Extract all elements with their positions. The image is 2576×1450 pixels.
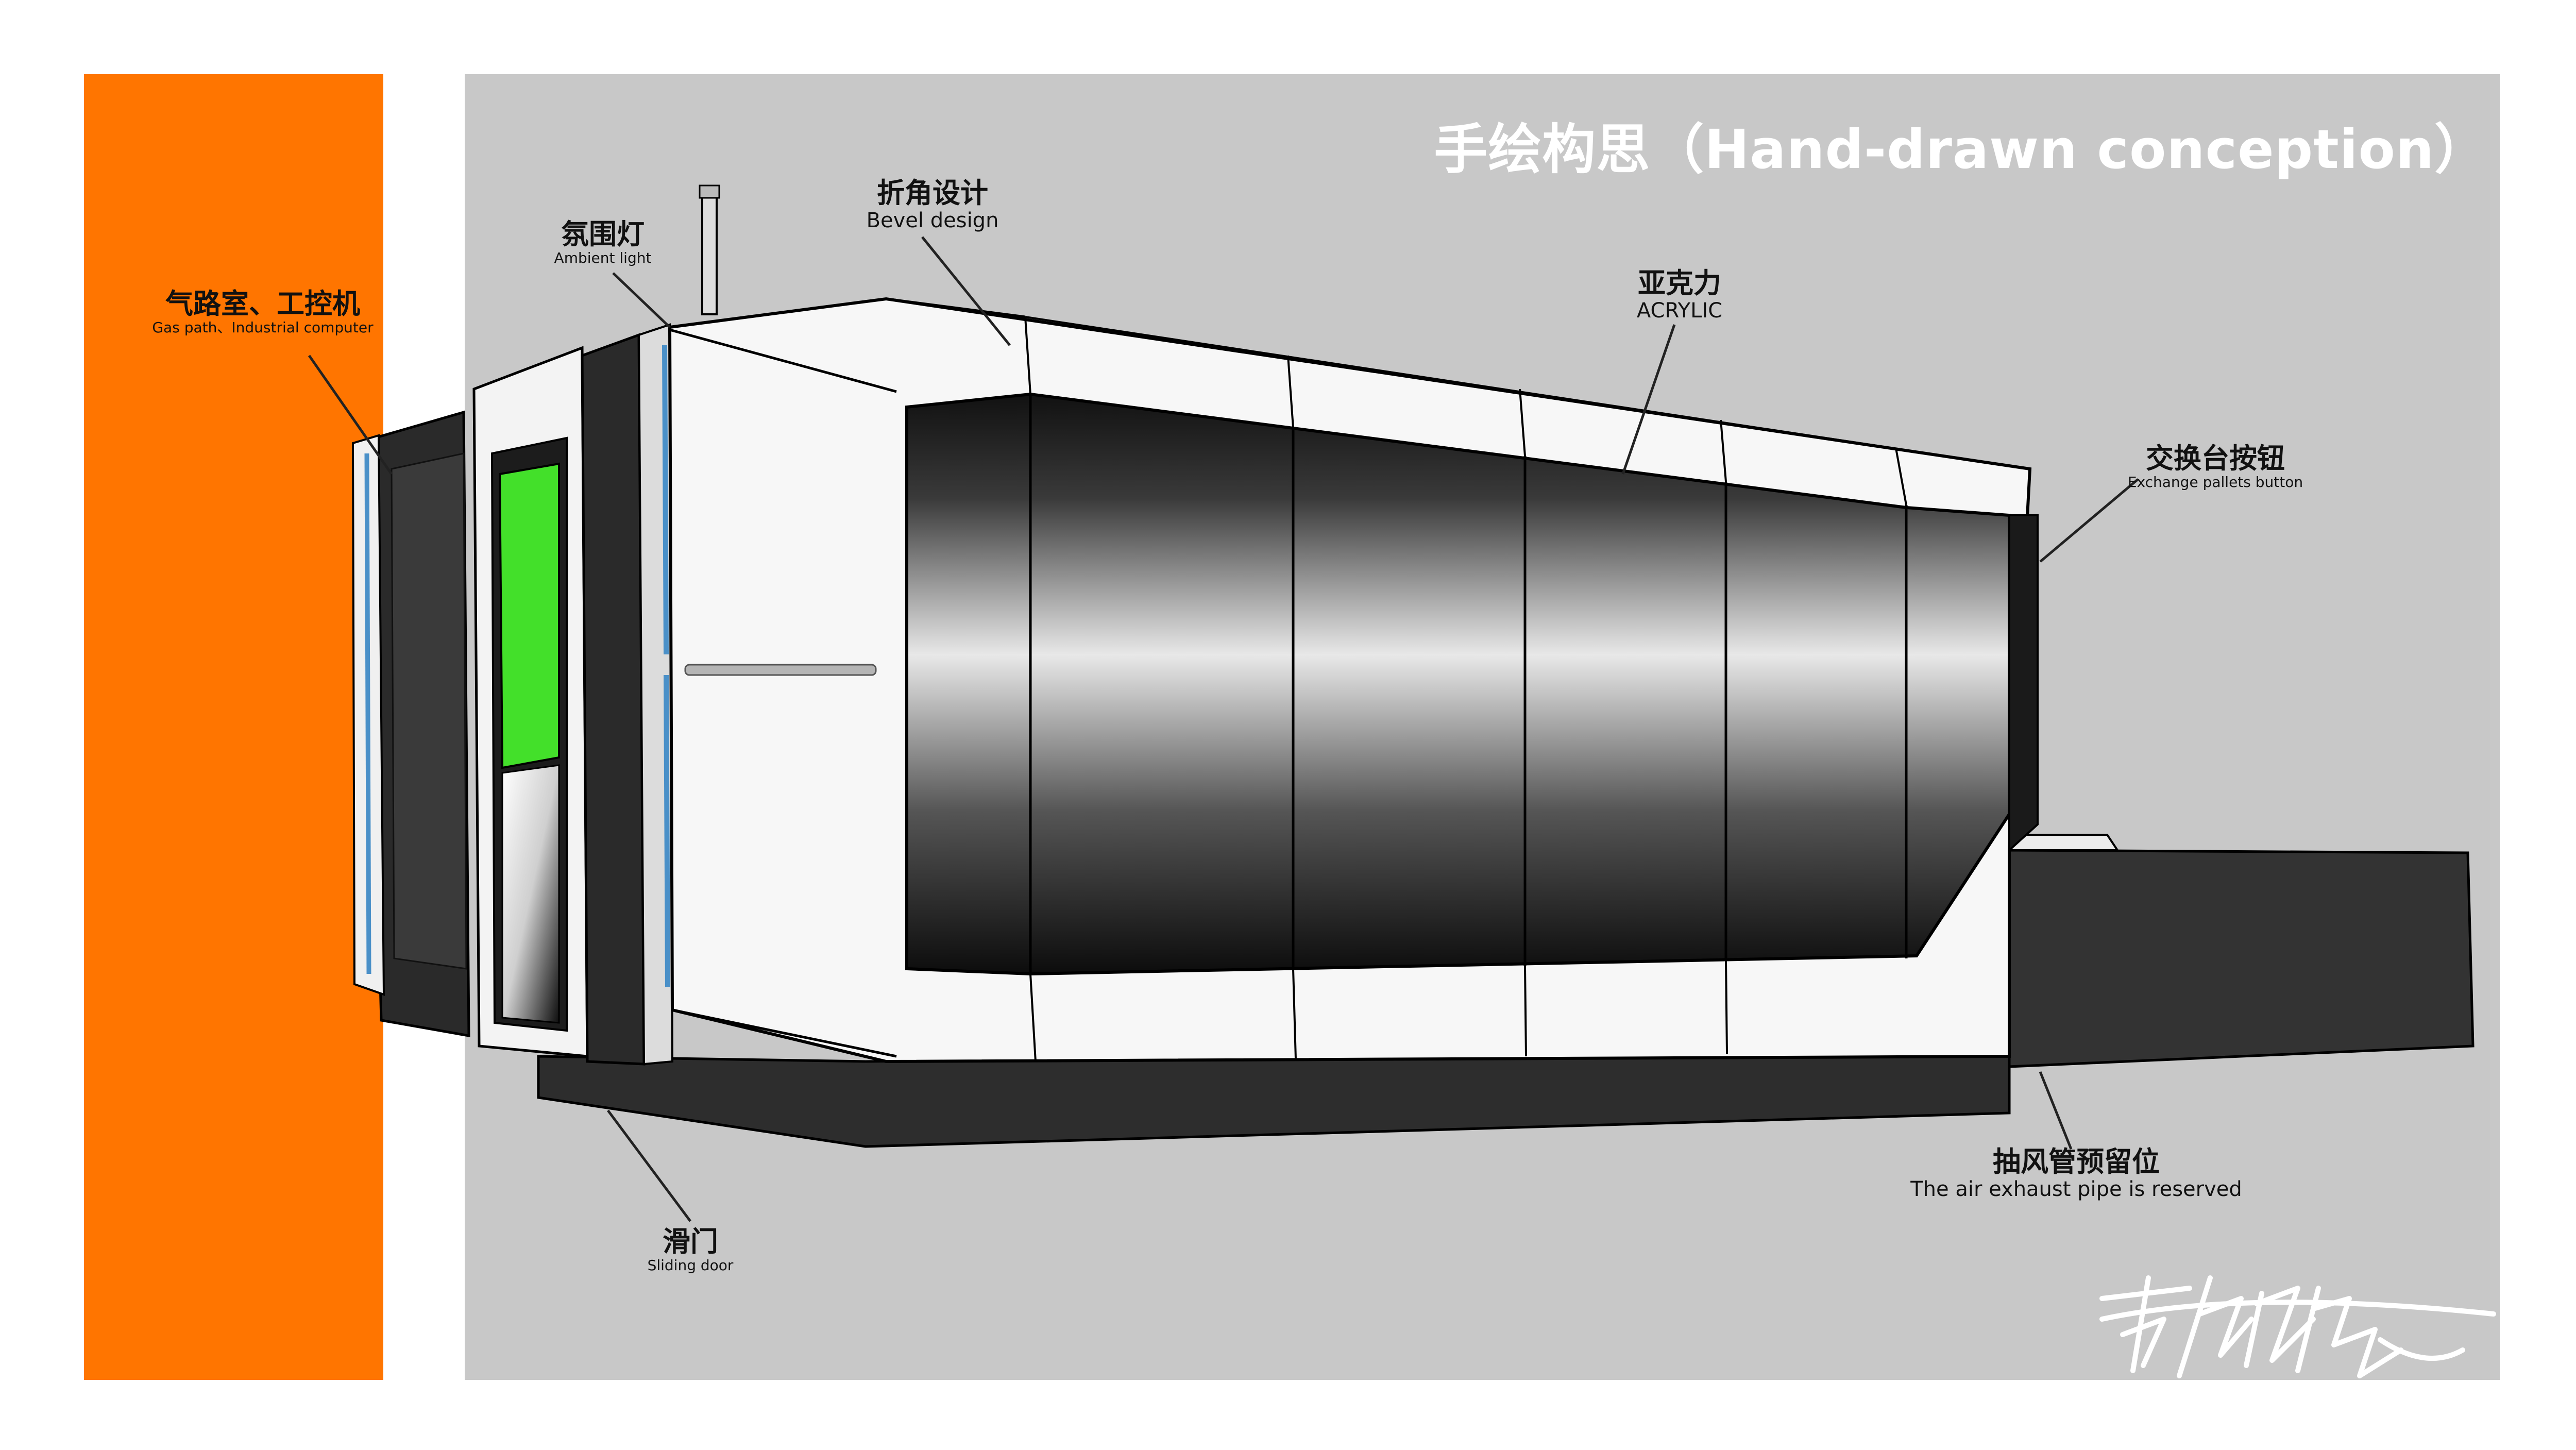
label-sliding-door: 滑门 Sliding door (608, 1226, 773, 1274)
label-ambient-light-en: Ambient light (554, 249, 652, 267)
label-acrylic-en: ACRYLIC (1636, 299, 1723, 323)
label-acrylic-cn: 亚克力 (1638, 267, 1721, 299)
label-sliding-door-cn: 滑门 (663, 1225, 718, 1258)
exchange-table (2008, 849, 2475, 1068)
label-ambient-light-cn: 氛围灯 (561, 218, 645, 250)
label-exchange: 交换台按钮 Exchange pallets button (2112, 443, 2318, 491)
ambient-light-pole (701, 190, 718, 315)
label-exhaust-cn: 抽风管预留位 (1993, 1145, 2160, 1178)
orange-accent-bar (84, 74, 383, 1380)
label-gas-path-cn: 气路室、工控机 (165, 288, 360, 320)
label-exhaust: 抽风管预留位 The air exhaust pipe is reserved (1906, 1146, 2246, 1202)
handwritten-signature-icon (2099, 1275, 2496, 1378)
label-sliding-door-en: Sliding door (647, 1257, 734, 1274)
page-title: 手绘构思（Hand-drawn conception） (1434, 118, 2488, 181)
label-bevel-cn: 折角设计 (877, 177, 988, 209)
label-gas-path-en: Gas path、Industrial computer (152, 319, 374, 336)
label-exchange-cn: 交换台按钮 (2146, 442, 2285, 475)
base-platform (537, 1047, 2011, 1148)
label-ambient-light: 氛围灯 Ambient light (541, 219, 665, 267)
label-bevel: 折角设计 Bevel design (855, 178, 1010, 233)
label-gas-path: 气路室、工控机 Gas path、Industrial computer (134, 289, 392, 336)
label-acrylic: 亚克力 ACRYLIC (1607, 268, 1752, 323)
label-bevel-en: Bevel design (866, 209, 999, 233)
label-exchange-en: Exchange pallets button (2127, 474, 2303, 491)
door-frame (581, 333, 646, 1066)
label-exhaust-en: The air exhaust pipe is reserved (1910, 1177, 2242, 1202)
